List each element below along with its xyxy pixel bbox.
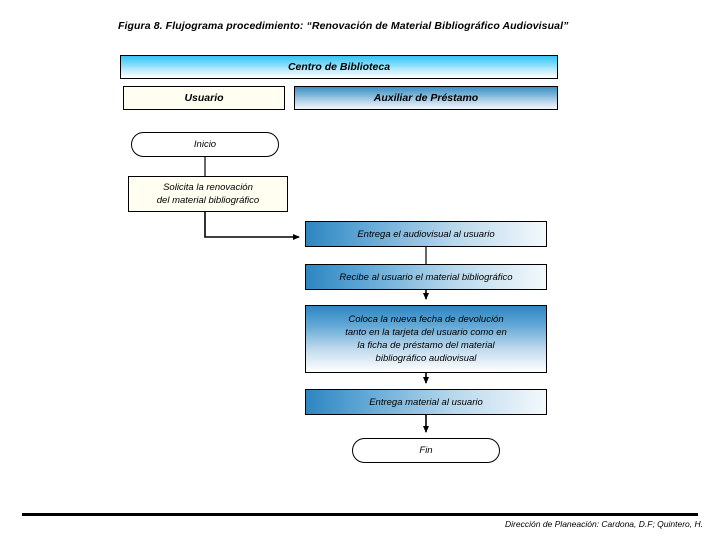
footer-divider [22,513,698,516]
flow-node-label-inicio: Inicio [193,139,217,150]
flow-node-coloca-fecha-devolucion: Coloca la nueva fecha de devolución tant… [305,305,547,373]
flow-node-entrega-material: Entrega material al usuario [305,389,547,415]
flow-node-label-coloca: Coloca la nueva fecha de devolución tant… [345,313,507,365]
swimlane-column-label-usuario: Usuario [184,92,224,104]
flow-node-label-coloca-line3: la ficha de préstamo del material [357,340,495,351]
swimlane-column-auxiliar-de-prestamo: Auxiliar de Préstamo [294,86,558,110]
swimlane-column-label-auxiliar: Auxiliar de Préstamo [373,92,479,104]
footer-credit: Dirección de Planeación: Cardona, D.F; Q… [505,519,703,529]
flow-node-label-coloca-line1: Coloca la nueva fecha de devolución [348,314,504,325]
swimlane-column-usuario: Usuario [123,86,285,110]
swimlane-header-label: Centro de Biblioteca [287,61,391,73]
flow-node-label-coloca-line2: tanto en la tarjeta del usuario como en [345,327,507,338]
edge-solicita-to-entrega-audiovisual [204,212,300,240]
swimlane-header-centro-de-biblioteca: Centro de Biblioteca [120,55,558,79]
flow-node-label-entrega-audiovisual: Entrega el audiovisual al usuario [357,228,495,240]
flow-node-solicita-renovacion: Solicita la renovación del material bibl… [128,176,288,212]
flow-node-fin: Fin [352,438,500,463]
flow-node-inicio: Inicio [131,132,279,157]
flow-node-label-coloca-line4: bibliográfico audiovisual [375,353,477,364]
flow-node-label-solicita-line1: Solicita la renovación [163,182,253,193]
figure-title: Figura 8. Flujograma procedimiento: “Ren… [118,20,569,32]
flow-node-label-fin: Fin [419,445,433,456]
flow-node-label-recibe: Recibe al usuario el material bibliográf… [339,271,513,283]
flow-node-label-solicita: Solicita la renovación del material bibl… [157,181,259,207]
flow-node-label-solicita-line2: del material bibliográfico [156,195,260,206]
flow-node-label-entrega-material: Entrega material al usuario [369,396,483,408]
flow-node-recibe-material: Recibe al usuario el material bibliográf… [305,264,547,290]
flow-node-entrega-audiovisual: Entrega el audiovisual al usuario [305,221,547,247]
